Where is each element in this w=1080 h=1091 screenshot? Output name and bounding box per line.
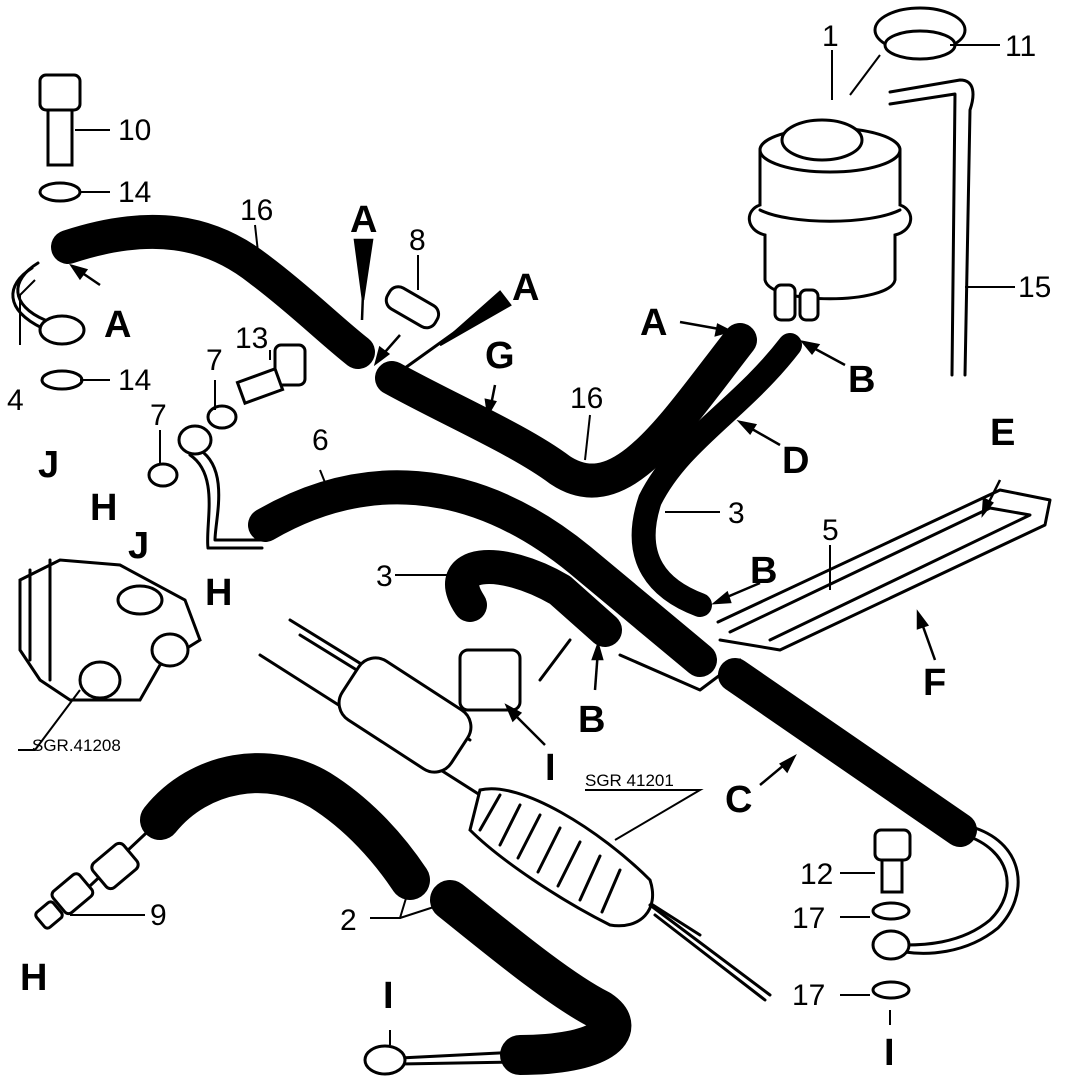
- connection-letter-b-3: B: [578, 699, 605, 741]
- connection-letter-a-2: A: [350, 199, 377, 241]
- pipe-5: [618, 488, 1052, 692]
- part-number-6: 6: [312, 424, 329, 457]
- washer-7-upper: [206, 404, 238, 430]
- bolt-13: [235, 343, 307, 406]
- part-number-13: 13: [235, 322, 268, 355]
- connection-letter-c: C: [725, 779, 752, 821]
- bolt-12: [873, 828, 912, 894]
- part-number-7-lower: 7: [150, 399, 167, 432]
- bolt-10: [38, 73, 82, 167]
- pipe-4: [11, 261, 47, 330]
- hose-3-rack: [445, 550, 622, 647]
- connection-letter-i-2: I: [383, 975, 394, 1017]
- washer-17-upper: [871, 901, 911, 921]
- connection-letter-b-2: B: [750, 550, 777, 592]
- arrows: [69, 238, 1002, 786]
- connection-letter-b-1: B: [848, 359, 875, 401]
- part-number-16-upper: 16: [240, 194, 273, 227]
- part-number-17-lower: 17: [792, 979, 825, 1012]
- connection-letter-f: F: [923, 662, 946, 704]
- connection-letters: A A A A B B B C D E F G H H H I I I J J: [20, 199, 1015, 1074]
- steering-pump: [18, 558, 202, 702]
- washer-14-upper: [38, 181, 82, 203]
- hose-2-right: [430, 880, 632, 1075]
- hose-c: [718, 658, 977, 847]
- hose-16-upper: [51, 214, 375, 369]
- part-number-9: 9: [150, 899, 167, 932]
- connection-letter-j-2: J: [128, 525, 149, 567]
- washer-17-lower: [871, 980, 911, 1000]
- banjo-fitting-6: [177, 424, 213, 456]
- part-number-3-upper: 3: [728, 497, 745, 530]
- connection-letter-a-4: A: [640, 302, 667, 344]
- part-number-17-upper: 17: [792, 902, 825, 935]
- part-number-14-upper: 14: [118, 176, 151, 209]
- part-numbers: 1 2 3 3 4 5 6 7 7 8 9 10 11 12 13 14 14 …: [7, 20, 1051, 1012]
- part-number-14-lower: 14: [118, 364, 151, 397]
- banjo-fitting-c: [871, 929, 911, 961]
- connection-letter-e: E: [990, 412, 1015, 454]
- part-number-5: 5: [822, 514, 839, 547]
- part-number-10: 10: [118, 114, 151, 147]
- connection-letter-d: D: [782, 440, 809, 482]
- pipe-2-end: [73, 818, 522, 1066]
- part-number-7-upper: 7: [206, 344, 223, 377]
- part-number-4: 4: [7, 384, 24, 417]
- union-9: [34, 841, 140, 930]
- rack-reference-code: SGR 41201: [585, 771, 674, 790]
- part-number-12: 12: [800, 858, 833, 891]
- connection-letter-j-1: J: [38, 444, 59, 486]
- washer-14-lower: [40, 369, 84, 391]
- connector-8: [384, 285, 441, 330]
- connection-letter-g: G: [485, 335, 515, 377]
- part-number-15: 15: [1018, 271, 1051, 304]
- connection-letter-h-1: H: [90, 487, 117, 529]
- connection-letter-a-3: A: [512, 267, 539, 309]
- part-number-16-lower: 16: [570, 382, 603, 415]
- connection-letter-i-3: I: [884, 1032, 895, 1074]
- pump-reference-code: SGR.41208: [32, 736, 121, 755]
- part-number-1: 1: [822, 20, 839, 53]
- hose-15: [888, 78, 975, 377]
- connection-letter-h-3: H: [20, 957, 47, 999]
- part-number-3-lower: 3: [376, 560, 393, 593]
- hose-3-reservoir: [631, 333, 802, 617]
- hose-6: [248, 470, 717, 677]
- pipe-6-end: [188, 448, 264, 550]
- reservoir-cap-11: [873, 6, 967, 61]
- washer-7-lower: [147, 462, 179, 488]
- part-number-2: 2: [340, 904, 357, 937]
- connection-letter-h-2: H: [205, 572, 232, 614]
- hose-16-lower: [375, 323, 757, 498]
- connection-letter-i-1: I: [545, 747, 556, 789]
- connection-letter-a-1: A: [104, 304, 131, 346]
- steering-rack: [258, 618, 772, 1002]
- eye-fitting-2: [363, 1044, 407, 1076]
- banjo-fitting-4: [38, 314, 86, 346]
- hose-2-left: [140, 753, 430, 900]
- pipe-c-end: [903, 826, 1020, 955]
- part-number-8: 8: [409, 224, 426, 257]
- leader-lines: [18, 44, 1015, 1045]
- fluid-reservoir: [747, 118, 913, 322]
- part-number-11: 11: [1005, 30, 1036, 63]
